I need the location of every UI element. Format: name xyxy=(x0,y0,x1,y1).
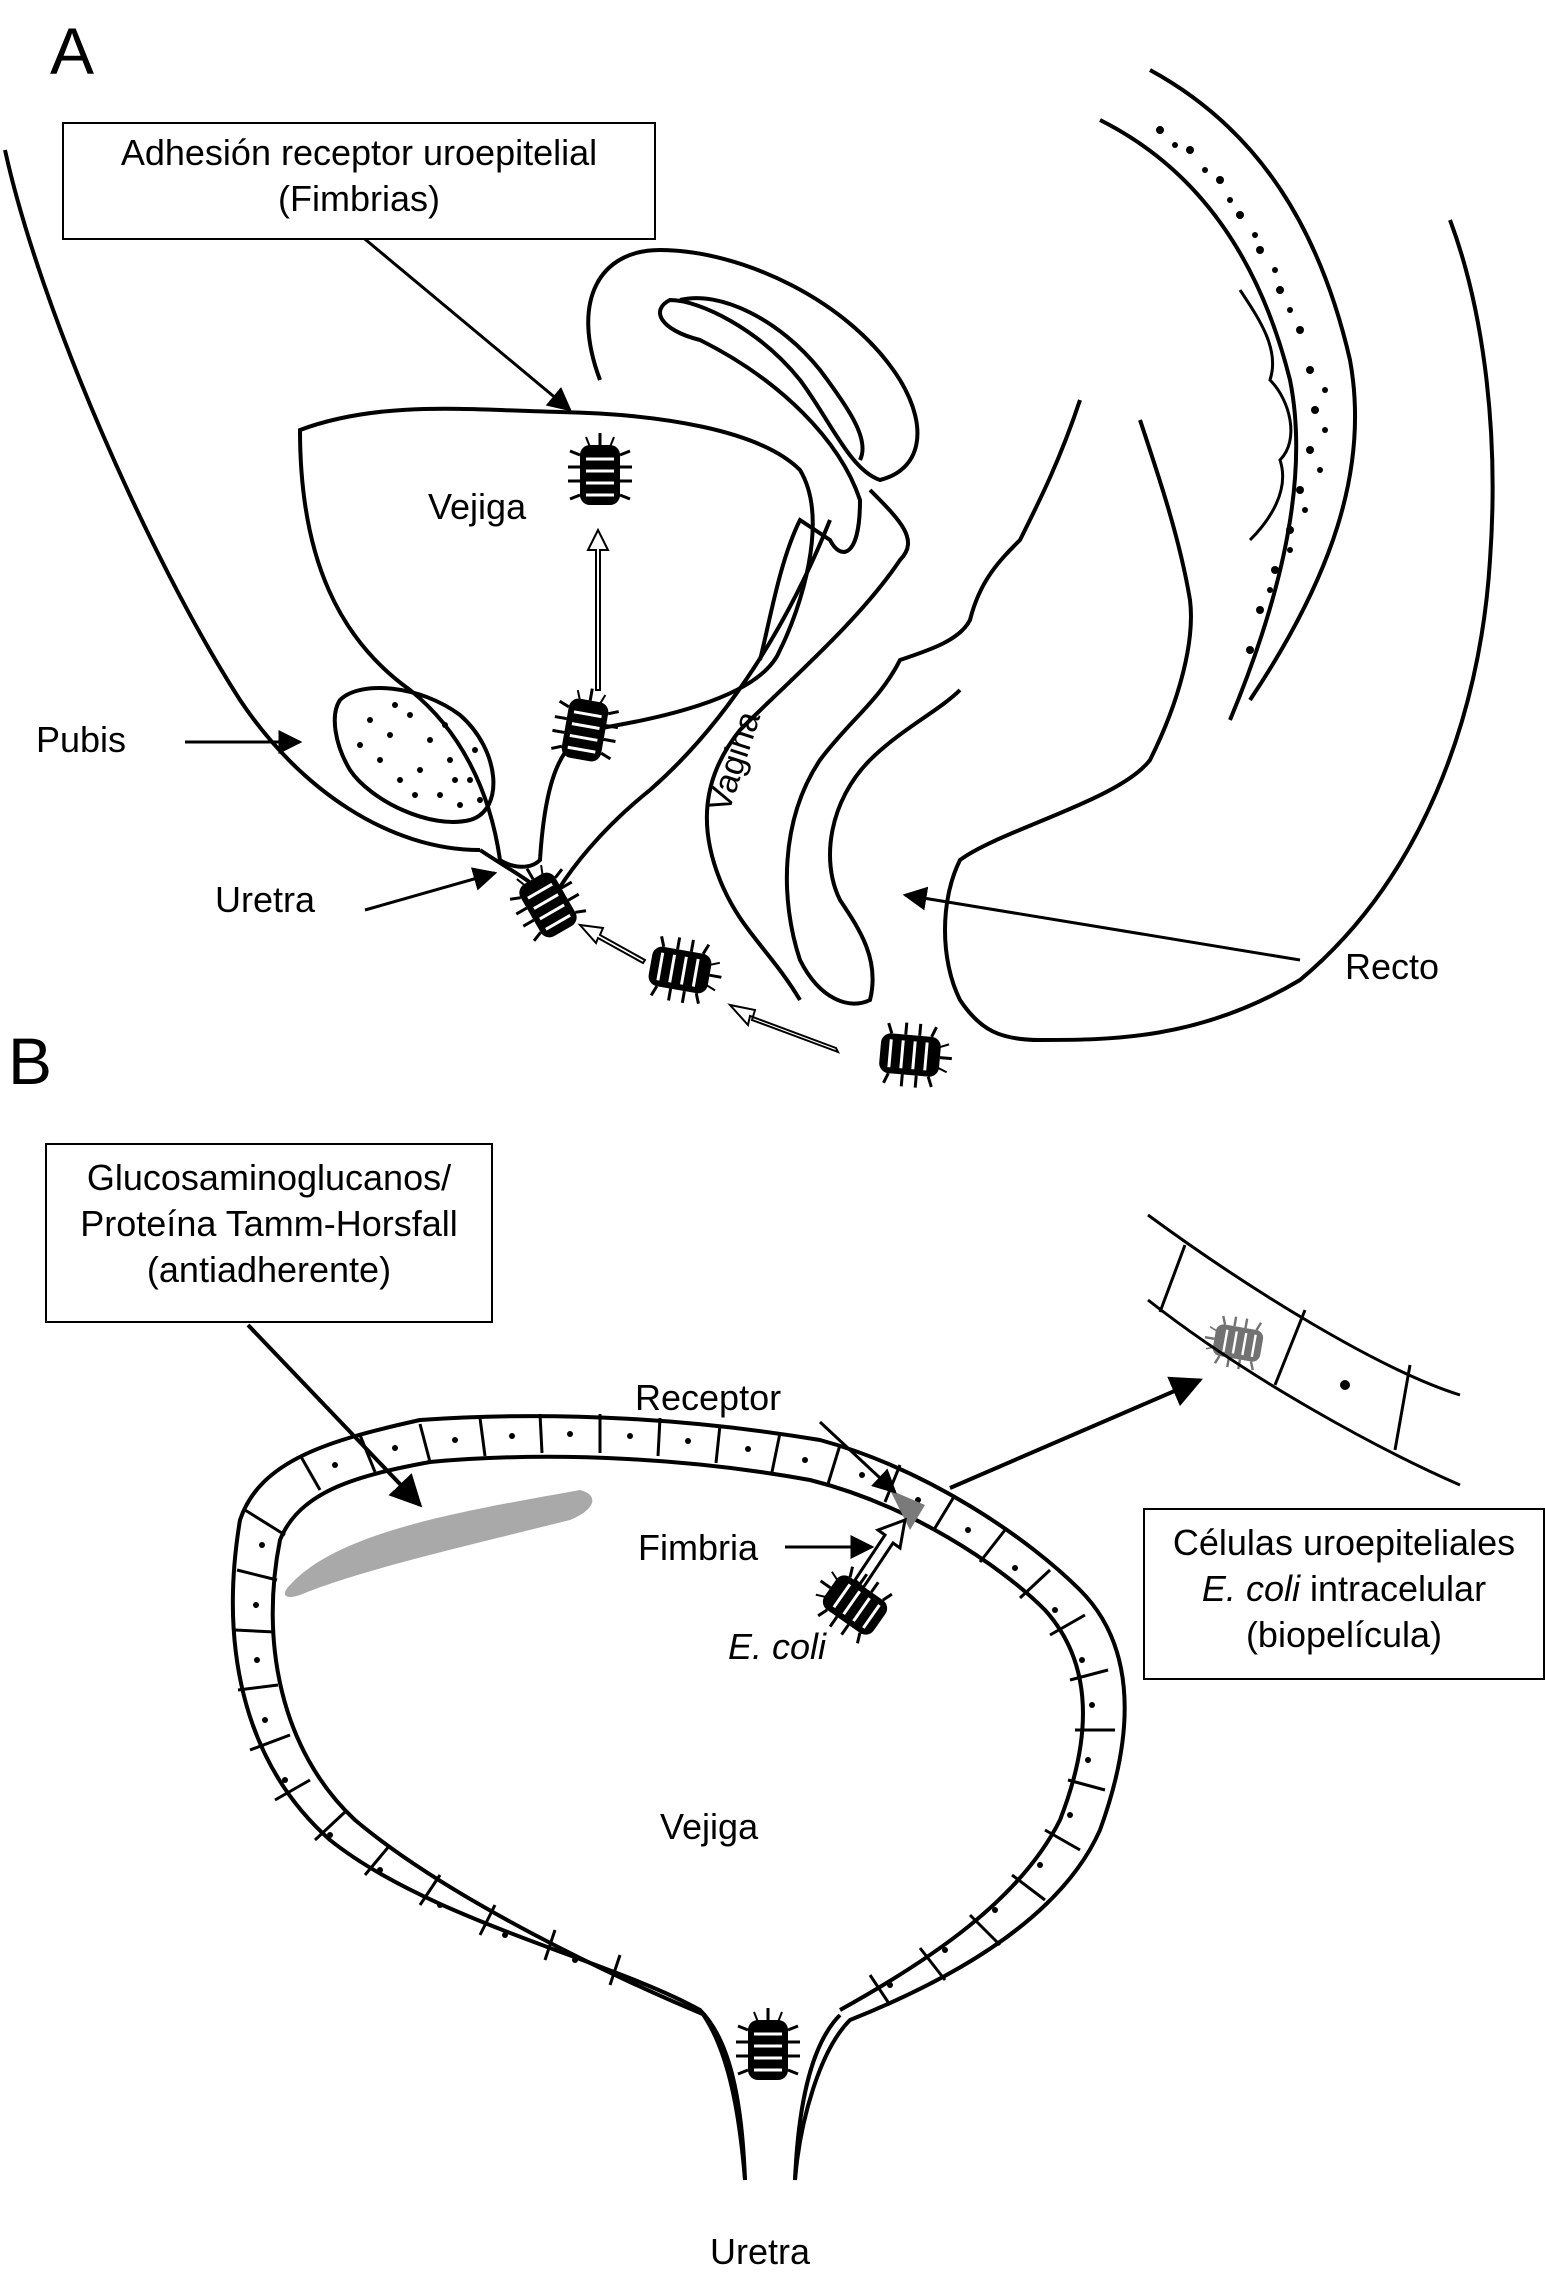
inset-outer-top xyxy=(1147,1213,1461,1397)
rectum-posterior-wall xyxy=(943,419,1193,1042)
adhesion-label-box: Adhesión receptor uroepitelial (Fimbrias… xyxy=(62,122,656,240)
bacterium-bladder xyxy=(566,431,634,507)
label-vejiga-a: Vejiga xyxy=(428,486,527,527)
label-uretra-a: Uretra xyxy=(215,879,316,920)
vagina-front-wall xyxy=(553,519,832,897)
gag-layer xyxy=(284,1490,593,1597)
migration-arrow-2 xyxy=(577,923,647,965)
arrow-box-to-bladder xyxy=(359,233,572,412)
adhesion-label-line1: Adhesión receptor uroepitelial xyxy=(120,132,598,173)
pubis-bone xyxy=(332,686,496,824)
bladder-outline xyxy=(297,406,815,869)
label-receptor: Receptor xyxy=(635,1377,782,1418)
pubis-texture xyxy=(357,702,483,808)
bacterium-urethra-b xyxy=(734,2006,802,2082)
migration-arrow-3 xyxy=(586,527,610,691)
label-vejiga-b: Vejiga xyxy=(660,1806,759,1847)
rectum-outline xyxy=(784,399,1082,1006)
bladder-b-outer xyxy=(230,1414,1127,2181)
uterus-outline xyxy=(586,247,920,661)
epithelial-cells xyxy=(234,1413,1115,2006)
inset-outer-bottom xyxy=(1147,1298,1461,1487)
label-recto: Recto xyxy=(1345,946,1440,987)
cells-label-intracelular: intracelular xyxy=(1299,1568,1487,1610)
sacrum-texture xyxy=(1156,126,1328,654)
sacrum-inner-contour xyxy=(1238,289,1293,542)
label-ecoli: E. coli xyxy=(728,1626,827,1667)
label-fimbria: Fimbria xyxy=(638,1527,759,1568)
adhesion-label-line2: (Fimbrias) xyxy=(278,178,440,220)
migration-arrow-1 xyxy=(727,1003,841,1054)
arrow-recto xyxy=(902,886,1301,962)
fimbria-arrow xyxy=(853,1517,907,1591)
panel-b-letter: B xyxy=(8,1024,53,1098)
cell-nuclei xyxy=(253,1431,1095,1988)
cells-label-line2: E. coli intracelular xyxy=(1145,1566,1543,1612)
gag-label-line2: Proteína Tamm-Horsfall xyxy=(80,1203,458,1245)
receptor-triangle xyxy=(890,1490,925,1530)
cells-label-ecoli: E. coli xyxy=(1201,1568,1300,1610)
cells-label-line1: Células uroepiteliales xyxy=(1172,1522,1516,1563)
arrow-receptor xyxy=(818,1420,897,1494)
gag-label-line3: (antiadherente) xyxy=(146,1249,392,1291)
inset-nucleus xyxy=(1340,1380,1350,1390)
sacrum-band-outer xyxy=(1149,68,1358,702)
bacterium-perineum xyxy=(643,931,729,1011)
inset-intracellular-bacterium xyxy=(1199,1310,1268,1374)
bladder-b-inner xyxy=(270,1454,1085,2017)
sacrum-band-inner xyxy=(1099,118,1299,721)
gag-label-line1: Glucosaminoglucanos/ xyxy=(86,1157,452,1198)
uterus-cavity xyxy=(679,296,865,461)
sacrum-outer xyxy=(1039,219,1495,1042)
cells-label-box: Células uroepiteliales E. coli intracelu… xyxy=(1143,1508,1545,1680)
urethra-b-right xyxy=(793,2013,842,2181)
arrow-uretra-a xyxy=(364,867,498,912)
urethra-b-left xyxy=(698,2008,747,2181)
vagina-back-wall xyxy=(704,488,911,1002)
body-wall-outline xyxy=(3,149,481,852)
label-uretra-b: Uretra xyxy=(710,2231,811,2272)
panel-a-letter: A xyxy=(50,14,95,88)
inset-cell-walls xyxy=(1158,1244,1412,1451)
bacterium-perianal xyxy=(875,1019,957,1093)
label-pubis: Pubis xyxy=(36,719,127,760)
arrow-to-inset xyxy=(949,1376,1203,1490)
arrow-gag xyxy=(246,1323,423,1508)
gag-label-box: Glucosaminoglucanos/ Proteína Tamm-Horsf… xyxy=(45,1143,493,1323)
cells-label-line3: (biopelícula) xyxy=(1245,1614,1443,1656)
